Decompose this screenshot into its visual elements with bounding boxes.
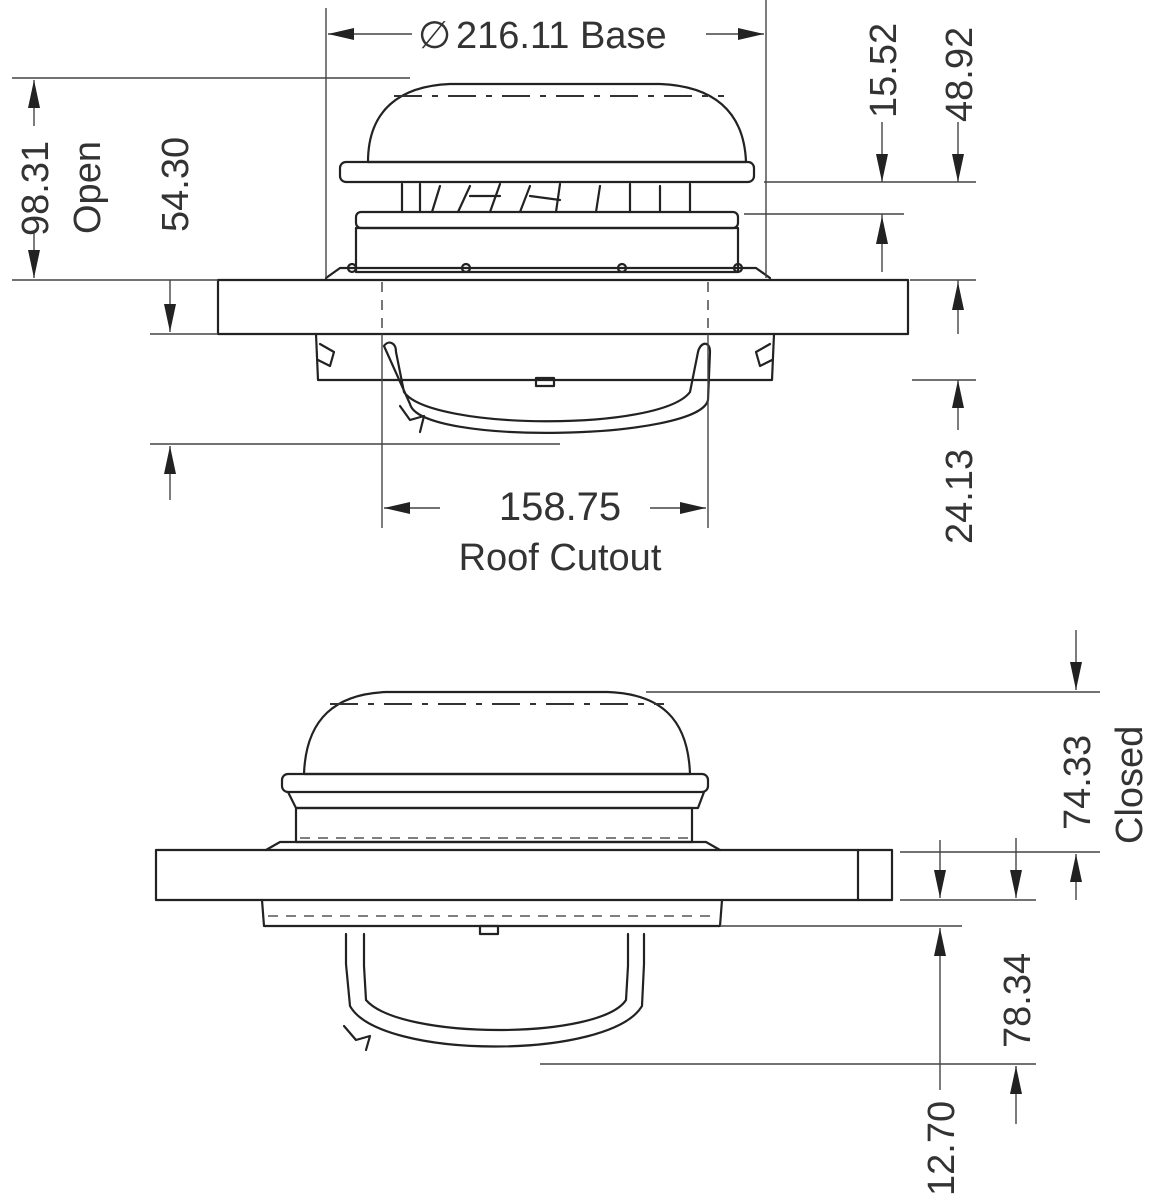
dim-closed-below: 78.34 12.70 xyxy=(540,838,1039,1196)
closed-lid-rim xyxy=(280,772,710,794)
open-trim-tab-left xyxy=(316,342,336,368)
closed-handle-clip xyxy=(342,1024,372,1052)
open-vent-view xyxy=(216,82,910,434)
below-roof-open-value: 24.13 xyxy=(939,449,981,544)
closed-base-flange-lip xyxy=(264,840,722,852)
total-closed-value: 74.33 xyxy=(1057,735,1099,830)
base-diameter-value: 216.11 Base xyxy=(456,15,667,57)
dim-roof-cutout: 158.75 Roof Cutout xyxy=(381,334,709,579)
open-lid-rim xyxy=(338,160,756,184)
open-base-flange-lip xyxy=(324,266,772,280)
open-above-roof-value: 54.30 xyxy=(155,137,197,232)
closed-label: Closed xyxy=(1109,726,1151,844)
open-crank-handle xyxy=(382,341,712,434)
closed-lid-skirt xyxy=(286,790,706,810)
open-screw-2 xyxy=(460,262,472,274)
open-handle-knob xyxy=(534,376,556,388)
open-label: Open xyxy=(67,141,109,234)
closed-roof-plate xyxy=(154,848,894,902)
dim-right-open: 15.52 48.92 xyxy=(744,23,981,430)
open-lid-dome xyxy=(366,82,748,164)
top-to-flange-value: 48.92 xyxy=(939,27,981,122)
open-roof-plate xyxy=(216,278,910,336)
dim-base-diameter: ∅ 216.11 Base xyxy=(325,0,767,278)
open-handle-clip xyxy=(398,404,426,434)
fan-blades xyxy=(400,182,692,214)
closed-lower-trim xyxy=(260,898,724,928)
closed-handle-knob xyxy=(478,924,500,936)
open-lower-trim xyxy=(314,332,776,382)
closed-lid-dome xyxy=(302,690,692,776)
lid-height-open-value: 15.52 xyxy=(863,23,905,118)
open-screw-1 xyxy=(346,262,358,274)
handle-drop-closed-value: 12.70 xyxy=(921,1101,963,1196)
closed-vent-view xyxy=(154,690,894,1052)
dim-below-roof-open: 24.13 xyxy=(150,443,981,544)
open-trim-tab-right xyxy=(754,342,774,368)
open-base-ring xyxy=(354,226,740,274)
roof-cutout-label: Roof Cutout xyxy=(459,537,662,579)
closed-base-ring xyxy=(294,806,694,844)
dim-left-open: 98.31 Open 54.30 xyxy=(12,77,410,335)
open-screw-3 xyxy=(616,262,628,274)
base-diameter-symbol: ∅ xyxy=(418,15,451,57)
closed-crank-handle xyxy=(344,932,646,1048)
open-base-upper-ring xyxy=(354,210,740,230)
total-open-value: 98.31 xyxy=(15,141,57,236)
dim-closed-height: 74.33 Closed xyxy=(646,630,1151,900)
open-screw-4 xyxy=(732,262,744,274)
roof-cutout-value: 158.75 xyxy=(499,485,621,529)
below-flange-closed-value: 78.34 xyxy=(997,953,1039,1048)
